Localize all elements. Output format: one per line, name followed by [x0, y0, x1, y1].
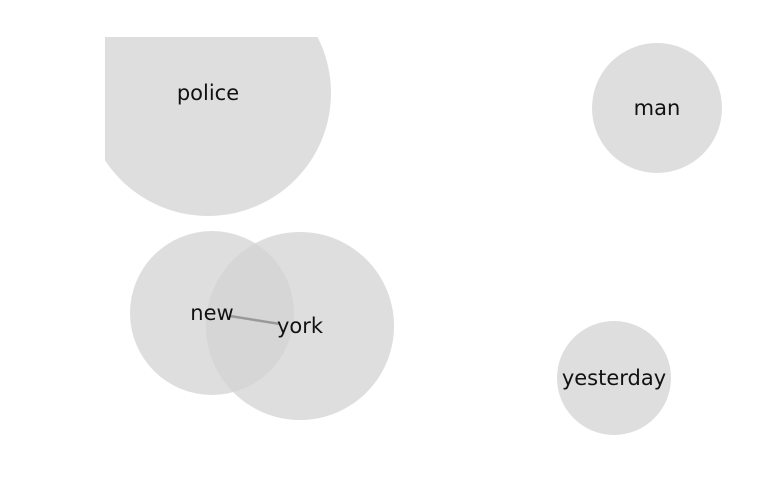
edge-new-york [229, 314, 281, 326]
bubbles-layer [105, 37, 722, 435]
node-label-new: new [190, 301, 233, 325]
node-bubble-police [105, 37, 331, 216]
node-bubble-york [206, 232, 394, 420]
node-label-police: police [177, 81, 239, 105]
labels-layer: police man new york yesterday [177, 81, 680, 390]
node-label-york: york [277, 314, 324, 338]
node-label-man: man [634, 96, 681, 120]
node-bubble-yesterday [557, 321, 671, 435]
node-bubble-man [592, 43, 722, 173]
edges-layer [229, 314, 281, 326]
node-label-yesterday: yesterday [562, 366, 666, 390]
